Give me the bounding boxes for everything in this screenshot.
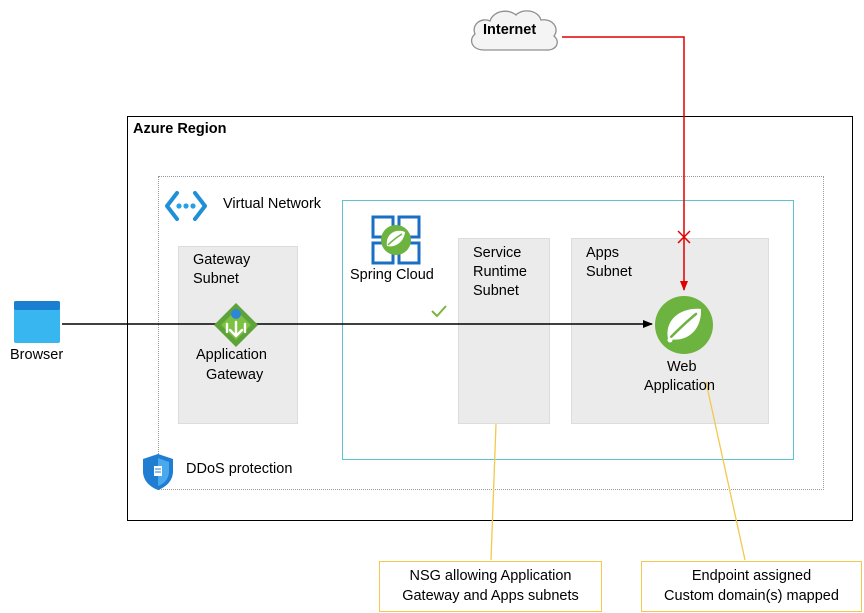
- service-runtime-subnet-box: [458, 238, 550, 424]
- azure-region-boundary: [127, 116, 853, 521]
- nsg-callout-line-2: Gateway and Apps subnets: [402, 588, 579, 604]
- service-runtime-label-2: Runtime: [473, 264, 527, 280]
- gateway-subnet-label-2: Subnet: [193, 271, 239, 287]
- nsg-callout-line-1: NSG allowing Application: [409, 568, 572, 584]
- azure-region-label: Azure Region: [133, 121, 227, 137]
- internet-label: Internet: [483, 22, 537, 38]
- browser-label: Browser: [10, 347, 64, 363]
- blocked-x-icon: [677, 230, 691, 244]
- browser-icon: [14, 301, 60, 343]
- ddos-shield-icon: [143, 454, 173, 490]
- virtual-network-boundary: [158, 176, 824, 490]
- web-app-label-1: Web: [667, 359, 697, 375]
- spring-leaf-icon: [655, 296, 713, 354]
- service-runtime-label-3: Subnet: [473, 283, 519, 299]
- cloud-icon: [470, 10, 558, 51]
- endpoint-callout-leader: [705, 381, 746, 561]
- spring-cloud-boundary: [342, 200, 794, 460]
- virtual-network-icon: [165, 191, 207, 221]
- spring-cloud-label: Spring Cloud: [350, 267, 434, 283]
- endpoint-callout-line-2: Custom domain(s) mapped: [664, 588, 839, 604]
- apps-subnet-label-1: Apps: [586, 245, 620, 261]
- internet-path-arrow: [562, 36, 688, 291]
- app-gateway-label-1: Application: [196, 347, 267, 363]
- nsg-callout-leader: [490, 423, 497, 561]
- endpoint-callout: Endpoint assigned Custom domain(s) mappe…: [641, 561, 862, 612]
- nsg-callout: NSG allowing Application Gateway and App…: [379, 561, 602, 612]
- web-app-label-2: Application: [644, 378, 715, 394]
- virtual-network-label: Virtual Network: [223, 196, 322, 212]
- checkmark-icon: [431, 305, 447, 317]
- apps-subnet-label-2: Subnet: [586, 264, 632, 280]
- gateway-subnet-label-1: Gateway: [193, 252, 251, 268]
- ddos-label: DDoS protection: [186, 461, 293, 477]
- endpoint-callout-line-1: Endpoint assigned: [691, 568, 812, 584]
- spring-cloud-icon: [371, 215, 421, 265]
- application-gateway-icon: [214, 303, 258, 347]
- service-runtime-label-1: Service: [473, 245, 522, 261]
- app-gateway-label-2: Gateway: [206, 367, 264, 383]
